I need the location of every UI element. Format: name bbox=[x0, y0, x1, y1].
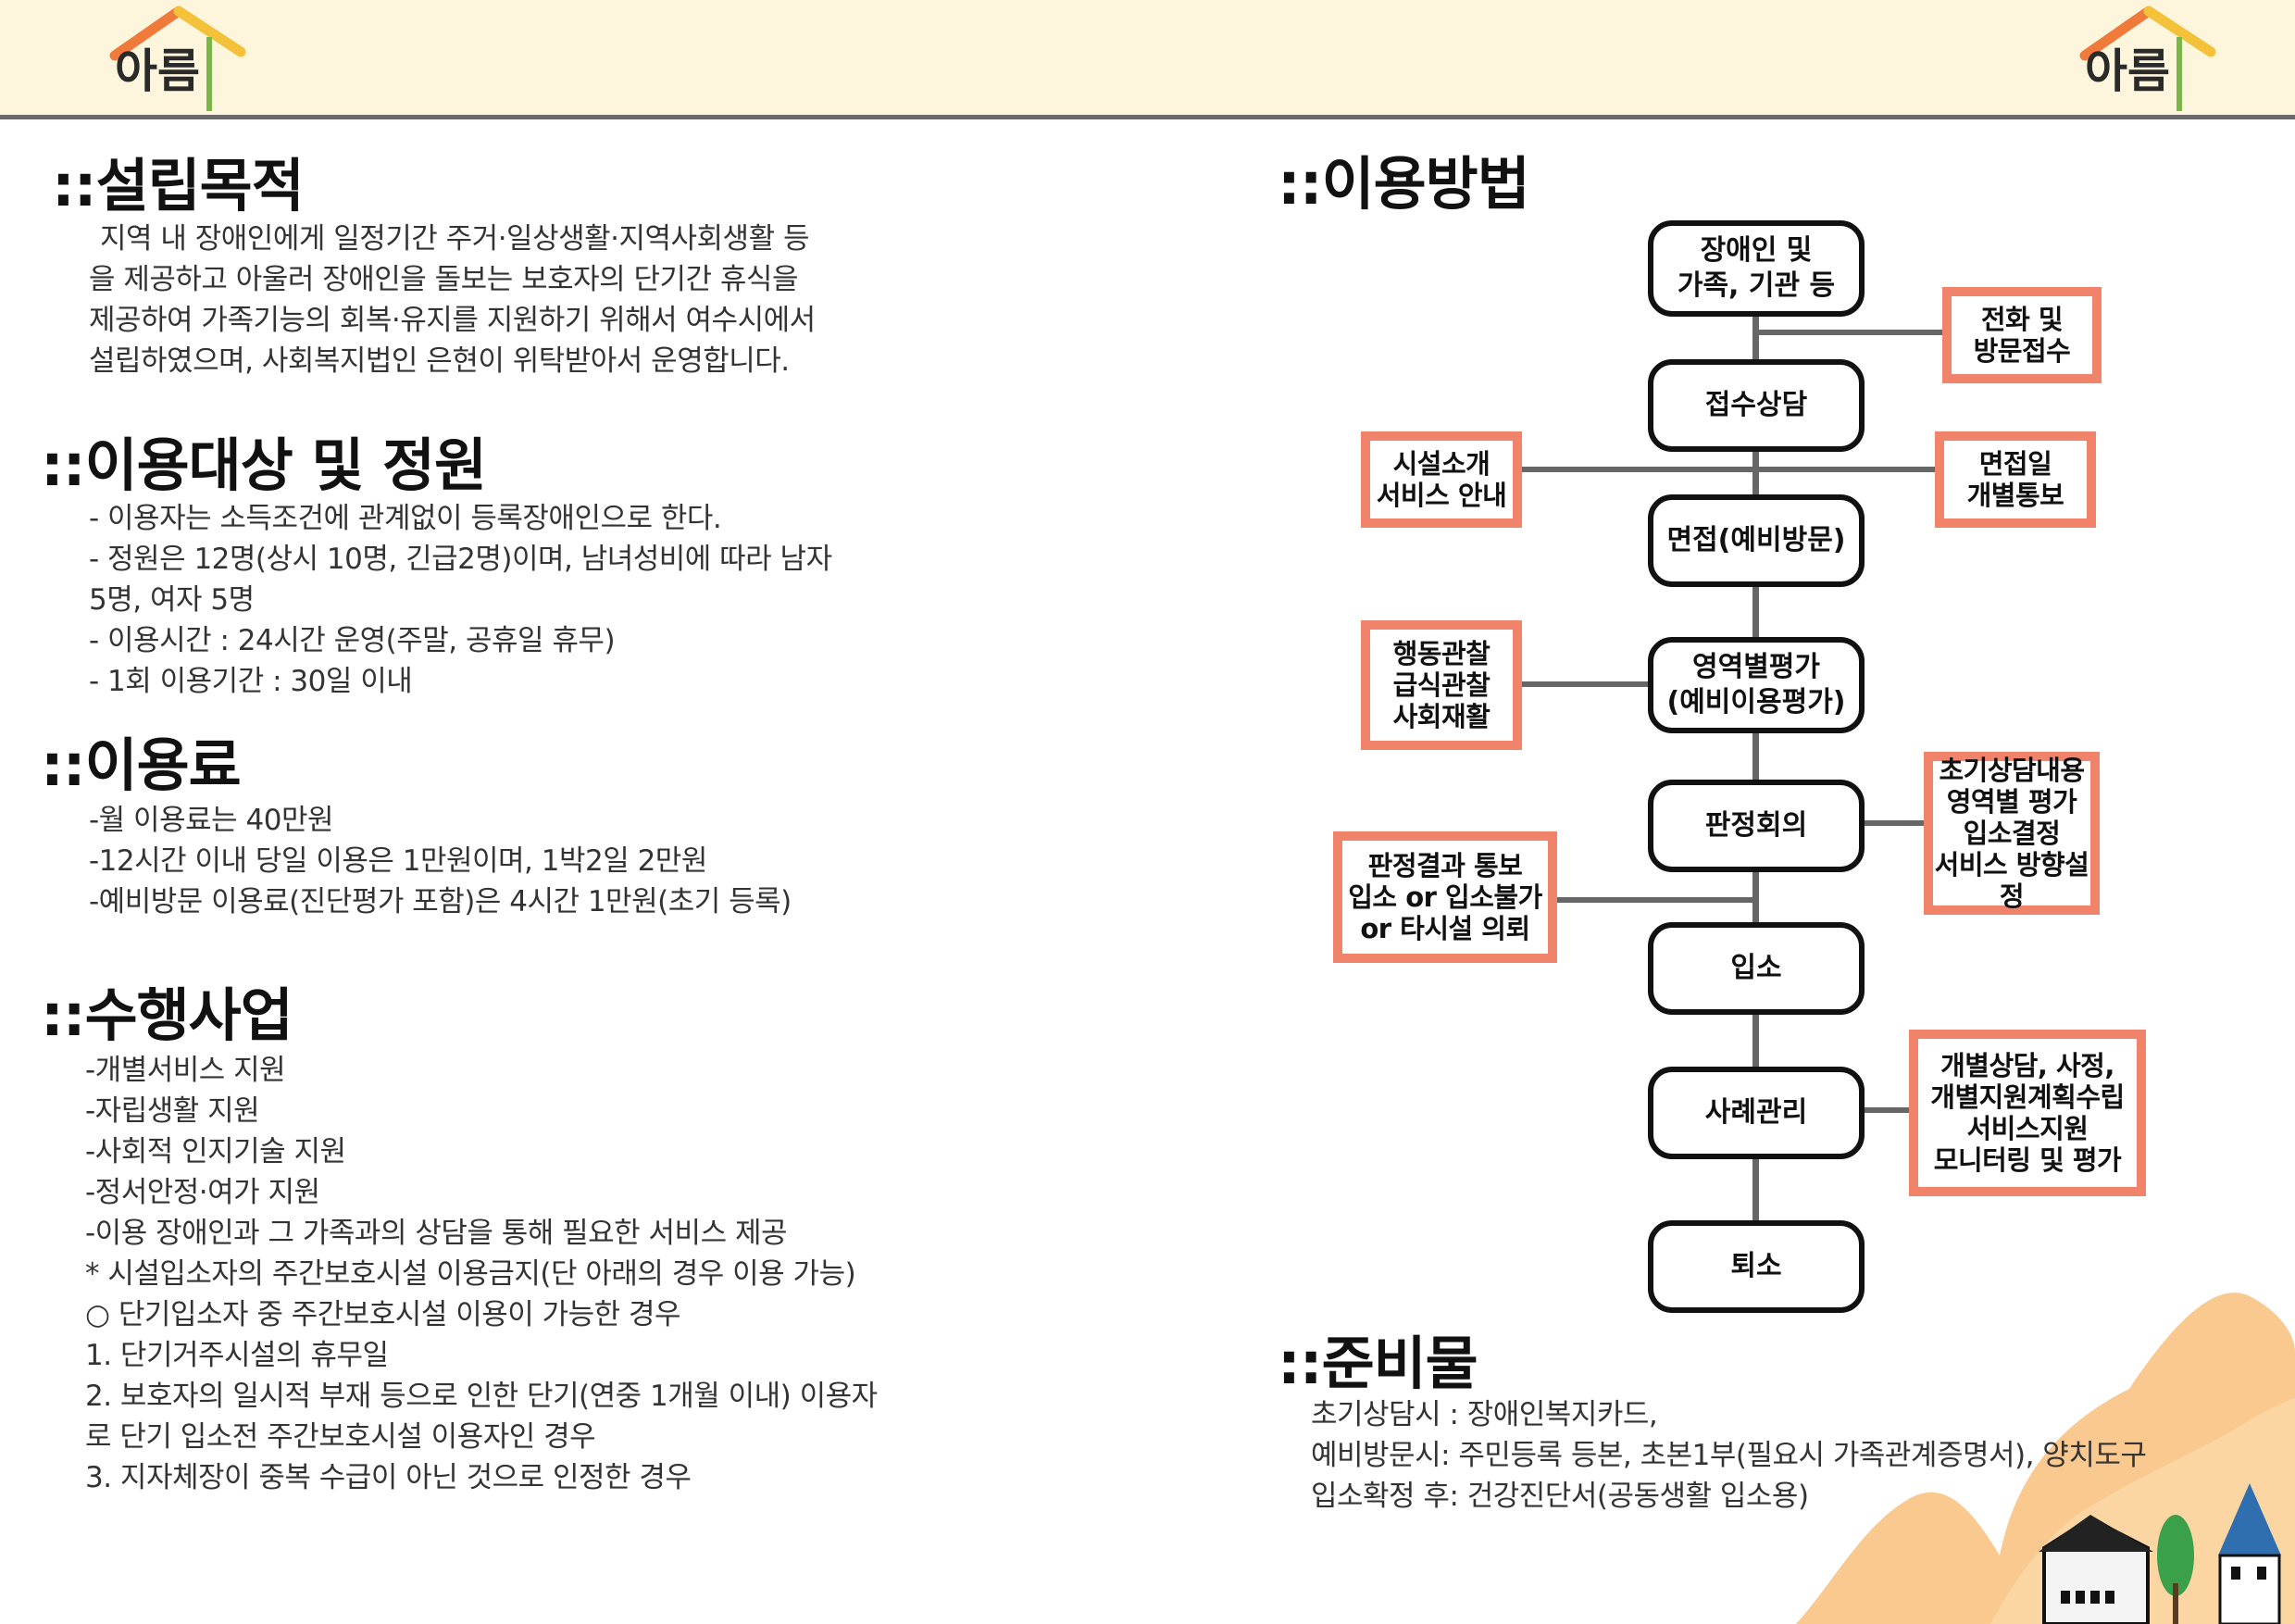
text-line: 3. 지자체장이 중복 수급이 아닌 것으로 인정한 경우 bbox=[85, 1461, 692, 1494]
text-line: -예비방문 이용료(진단평가 포함)은 4시간 1만원(초기 등록) bbox=[89, 885, 792, 918]
logo-text: 아름 bbox=[115, 44, 200, 98]
note-phone-visit: 전화 및 방문접수 bbox=[1942, 287, 2102, 383]
text-line: -자립생활 지원 bbox=[85, 1094, 260, 1128]
prep-text: 초기상담시 : 장애인복지카드, 예비방문시: 주민등록 등본, 초본1부(필요… bbox=[1311, 1394, 2147, 1517]
hill-village-illustration-icon bbox=[1796, 1293, 2295, 1624]
flow-step-interview: 면접(예비방문) bbox=[1648, 494, 1865, 587]
text-line: 초기상담시 : 장애인복지카드, bbox=[1311, 1398, 1658, 1431]
flow-step-intake: 접수상담 bbox=[1648, 359, 1865, 452]
purpose-text: 지역 내 장애인에게 일정기간 주거·일상생활·지역사회생활 등 을 제공하고 … bbox=[89, 219, 816, 381]
flow-step-admission: 입소 bbox=[1648, 922, 1865, 1015]
text-line: -월 이용료는 40만원 bbox=[89, 804, 333, 837]
flow-step-discharge: 퇴소 bbox=[1648, 1220, 1865, 1313]
text-line: 예비방문시: 주민등록 등본, 초본1부(필요시 가족관계증명서), 양치도구 bbox=[1311, 1439, 2147, 1472]
logo-text: 아름 bbox=[2085, 44, 2170, 98]
house-logo-icon bbox=[2079, 6, 2216, 111]
services-text: -개별서비스 지원 -자립생활 지원 -사회적 인지기술 지원 -정서안정·여가… bbox=[85, 1050, 878, 1498]
text-line: -정서안정·여가 지원 bbox=[85, 1176, 320, 1209]
header-bar bbox=[0, 0, 2295, 119]
connector-line bbox=[1546, 897, 1755, 903]
text-line: - 1회 이용기간 : 30일 이내 bbox=[89, 665, 413, 698]
text-line: 을 제공하고 아울러 장애인을 돌보는 보호자의 단기간 휴식을 bbox=[89, 263, 798, 296]
text-line: -이용 장애인과 그 가족과의 상담을 통해 필요한 서비스 제공 bbox=[85, 1217, 787, 1250]
connector-line bbox=[1518, 681, 1755, 687]
connector-line bbox=[1518, 467, 1935, 472]
text-line: -개별서비스 지원 bbox=[85, 1054, 286, 1087]
house-logo-icon bbox=[109, 6, 246, 111]
fee-text: -월 이용료는 40만원 -12시간 이내 당일 이용은 1만원이며, 1박2일… bbox=[89, 800, 792, 922]
flow-step-applicant: 장애인 및 가족, 기관 등 bbox=[1648, 220, 1865, 317]
section-title-usage: ::이용방법 bbox=[1278, 150, 1530, 218]
note-case-management: 개별상담, 사정, 개별지원계획수립 서비스지원 모니터링 및 평가 bbox=[1909, 1030, 2146, 1196]
note-facility-intro: 시설소개 서비스 안내 bbox=[1361, 431, 1522, 528]
section-title-target: ::이용대상 및 정원 bbox=[41, 431, 487, 499]
note-judgement-result: 판정결과 통보 입소 or 입소불가 or 타시설 의뢰 bbox=[1333, 831, 1557, 963]
text-line: - 정원은 12명(상시 10명, 긴급2명)이며, 남녀성비에 따라 남자 bbox=[89, 543, 832, 576]
text-line: -사회적 인지기술 지원 bbox=[85, 1135, 346, 1168]
text-line: 입소확정 후: 건강진단서(공동생활 입소용) bbox=[1311, 1480, 1809, 1513]
text-line: - 이용시간 : 24시간 운영(주말, 공휴일 휴무) bbox=[89, 624, 616, 657]
section-title-fee: ::이용료 bbox=[41, 731, 242, 799]
note-initial-consult: 초기상담내용 영역별 평가 입소결정 서비스 방향설정 bbox=[1924, 752, 2100, 915]
note-observation: 행동관찰 급식관찰 사회재활 bbox=[1361, 620, 1522, 750]
text-line: 2. 보호자의 일시적 부재 등으로 인한 단기(연중 1개월 이내) 이용자 bbox=[85, 1380, 878, 1413]
text-line: - 이용자는 소득조건에 관계없이 등록장애인으로 한다. bbox=[89, 502, 722, 535]
text-line: 설립하였으며, 사회복지법인 은현이 위탁받아서 운영합니다. bbox=[89, 344, 790, 378]
text-line: -12시간 이내 당일 이용은 1만원이며, 1박2일 2만원 bbox=[89, 844, 707, 878]
text-line: 1. 단기거주시설의 휴무일 bbox=[85, 1339, 389, 1372]
connector-line bbox=[1755, 330, 1944, 335]
flow-step-case-management: 사례관리 bbox=[1648, 1067, 1865, 1159]
section-title-prep: ::준비물 bbox=[1278, 1330, 1478, 1397]
text-line: 5명, 여자 5명 bbox=[89, 583, 255, 617]
section-title-services: ::수행사업 bbox=[41, 981, 293, 1049]
text-line: 제공하여 가족기능의 회복·유지를 지원하기 위해서 여수시에서 bbox=[89, 304, 816, 337]
text-line: ○ 단기입소자 중 주간보호시설 이용이 가능한 경우 bbox=[85, 1298, 681, 1331]
flow-step-assessment: 영역별평가 (예비이용평가) bbox=[1648, 637, 1865, 733]
text-line: 로 단기 입소전 주간보호시설 이용자인 경우 bbox=[85, 1420, 596, 1454]
flow-step-judgement: 판정회의 bbox=[1648, 780, 1865, 872]
text-line: * 시설입소자의 주간보호시설 이용금지(단 아래의 경우 이용 가능) bbox=[85, 1257, 856, 1291]
target-text: - 이용자는 소득조건에 관계없이 등록장애인으로 한다. - 정원은 12명(… bbox=[89, 498, 832, 702]
section-title-purpose: ::설립목적 bbox=[52, 152, 305, 219]
note-interview-notice: 면접일 개별통보 bbox=[1935, 431, 2096, 528]
text-line: 지역 내 장애인에게 일정기간 주거·일상생활·지역사회생활 등 bbox=[100, 222, 809, 256]
